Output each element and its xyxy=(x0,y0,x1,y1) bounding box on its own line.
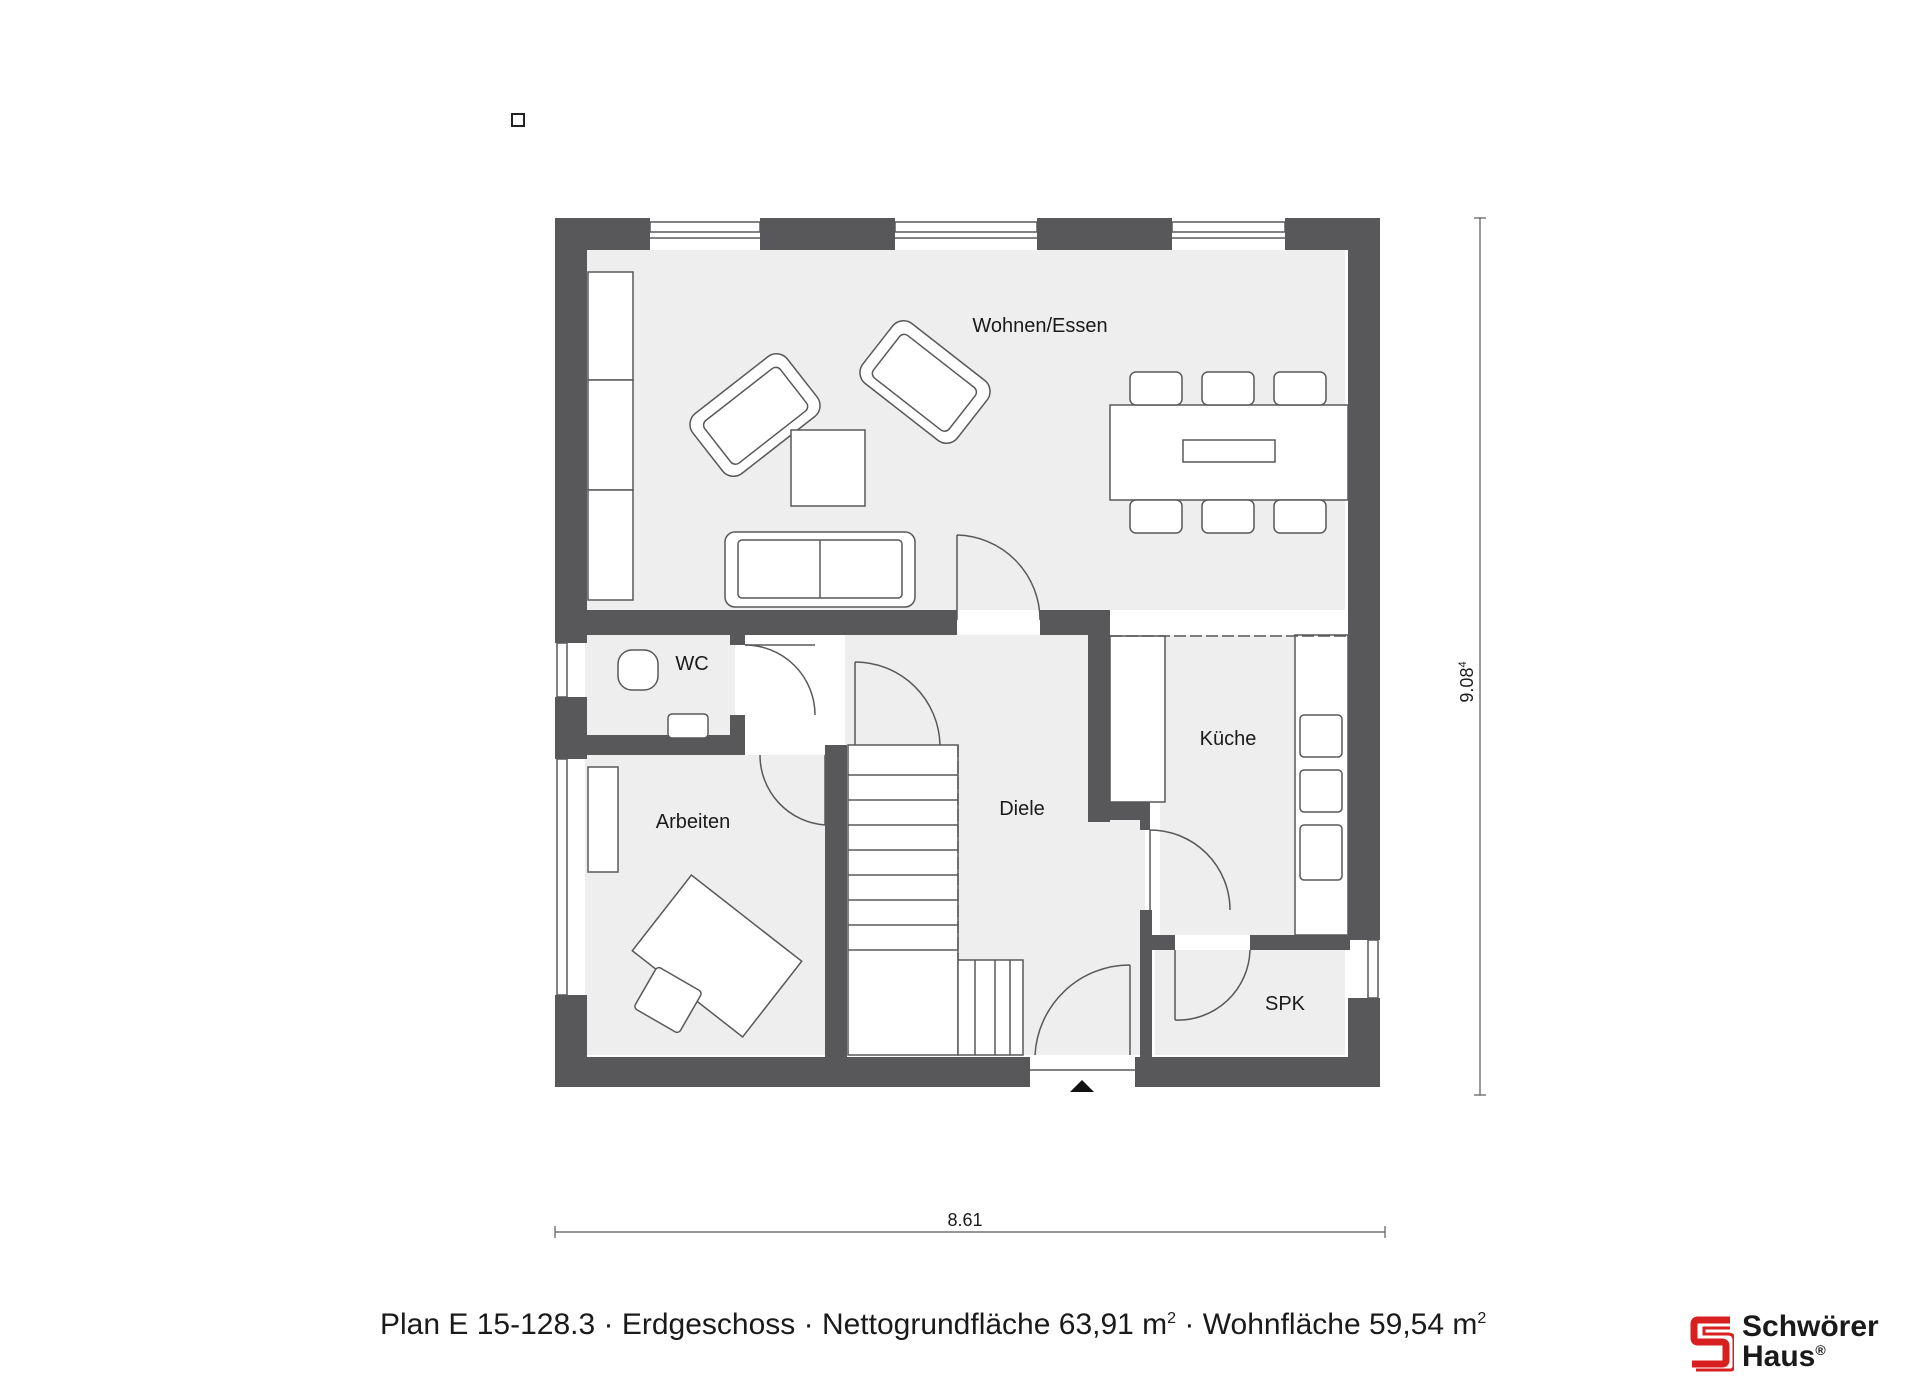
caption-plan: Plan E 15-128.3 xyxy=(380,1308,596,1341)
logo-registered: ® xyxy=(1815,1342,1826,1358)
room-label-spk: SPK xyxy=(1265,993,1306,1015)
room-label-kueche: Küche xyxy=(1200,728,1257,750)
logo-line1: Schwörer xyxy=(1742,1310,1879,1343)
dimension-lines xyxy=(554,217,1486,1238)
caption-living-area: Wohnfläche 59,54 m xyxy=(1202,1308,1478,1341)
caption-separator: · xyxy=(595,1308,622,1341)
dimension-width: 8.61 xyxy=(947,1210,982,1230)
room-label-arbeiten: Arbeiten xyxy=(656,811,731,833)
checkbox[interactable] xyxy=(511,113,525,127)
logo-text: Schwörer Haus® xyxy=(1742,1312,1879,1372)
room-label-diele: Diele xyxy=(999,798,1045,820)
room-label-wc: WC xyxy=(675,653,708,675)
caption-net-sup: 2 xyxy=(1167,1310,1177,1327)
caption-net-area: Nettogrundfläche 63,91 m xyxy=(821,1308,1168,1341)
caption-separator: · xyxy=(795,1308,822,1341)
caption-floor: Erdgeschoss xyxy=(621,1308,796,1341)
dimension-height: 9.084 xyxy=(1457,661,1477,702)
doors xyxy=(744,534,1251,1056)
furniture xyxy=(587,271,1349,1038)
caption-living-sup: 2 xyxy=(1477,1310,1487,1327)
plan-caption: Plan E 15-128.3 · Erdgeschoss · Nettogru… xyxy=(380,1308,1580,1342)
brand-logo: Schwörer Haus® xyxy=(1690,1312,1910,1376)
room-label-wohnen: Wohnen/Essen xyxy=(972,315,1107,337)
staircase xyxy=(847,744,1024,1056)
caption-separator: · xyxy=(1176,1308,1203,1341)
windows xyxy=(556,221,1379,1071)
entrance-marker xyxy=(1070,1080,1094,1092)
walls xyxy=(555,218,1380,1087)
logo-line2: Haus xyxy=(1742,1340,1816,1373)
logo-mark-icon xyxy=(1690,1316,1734,1372)
